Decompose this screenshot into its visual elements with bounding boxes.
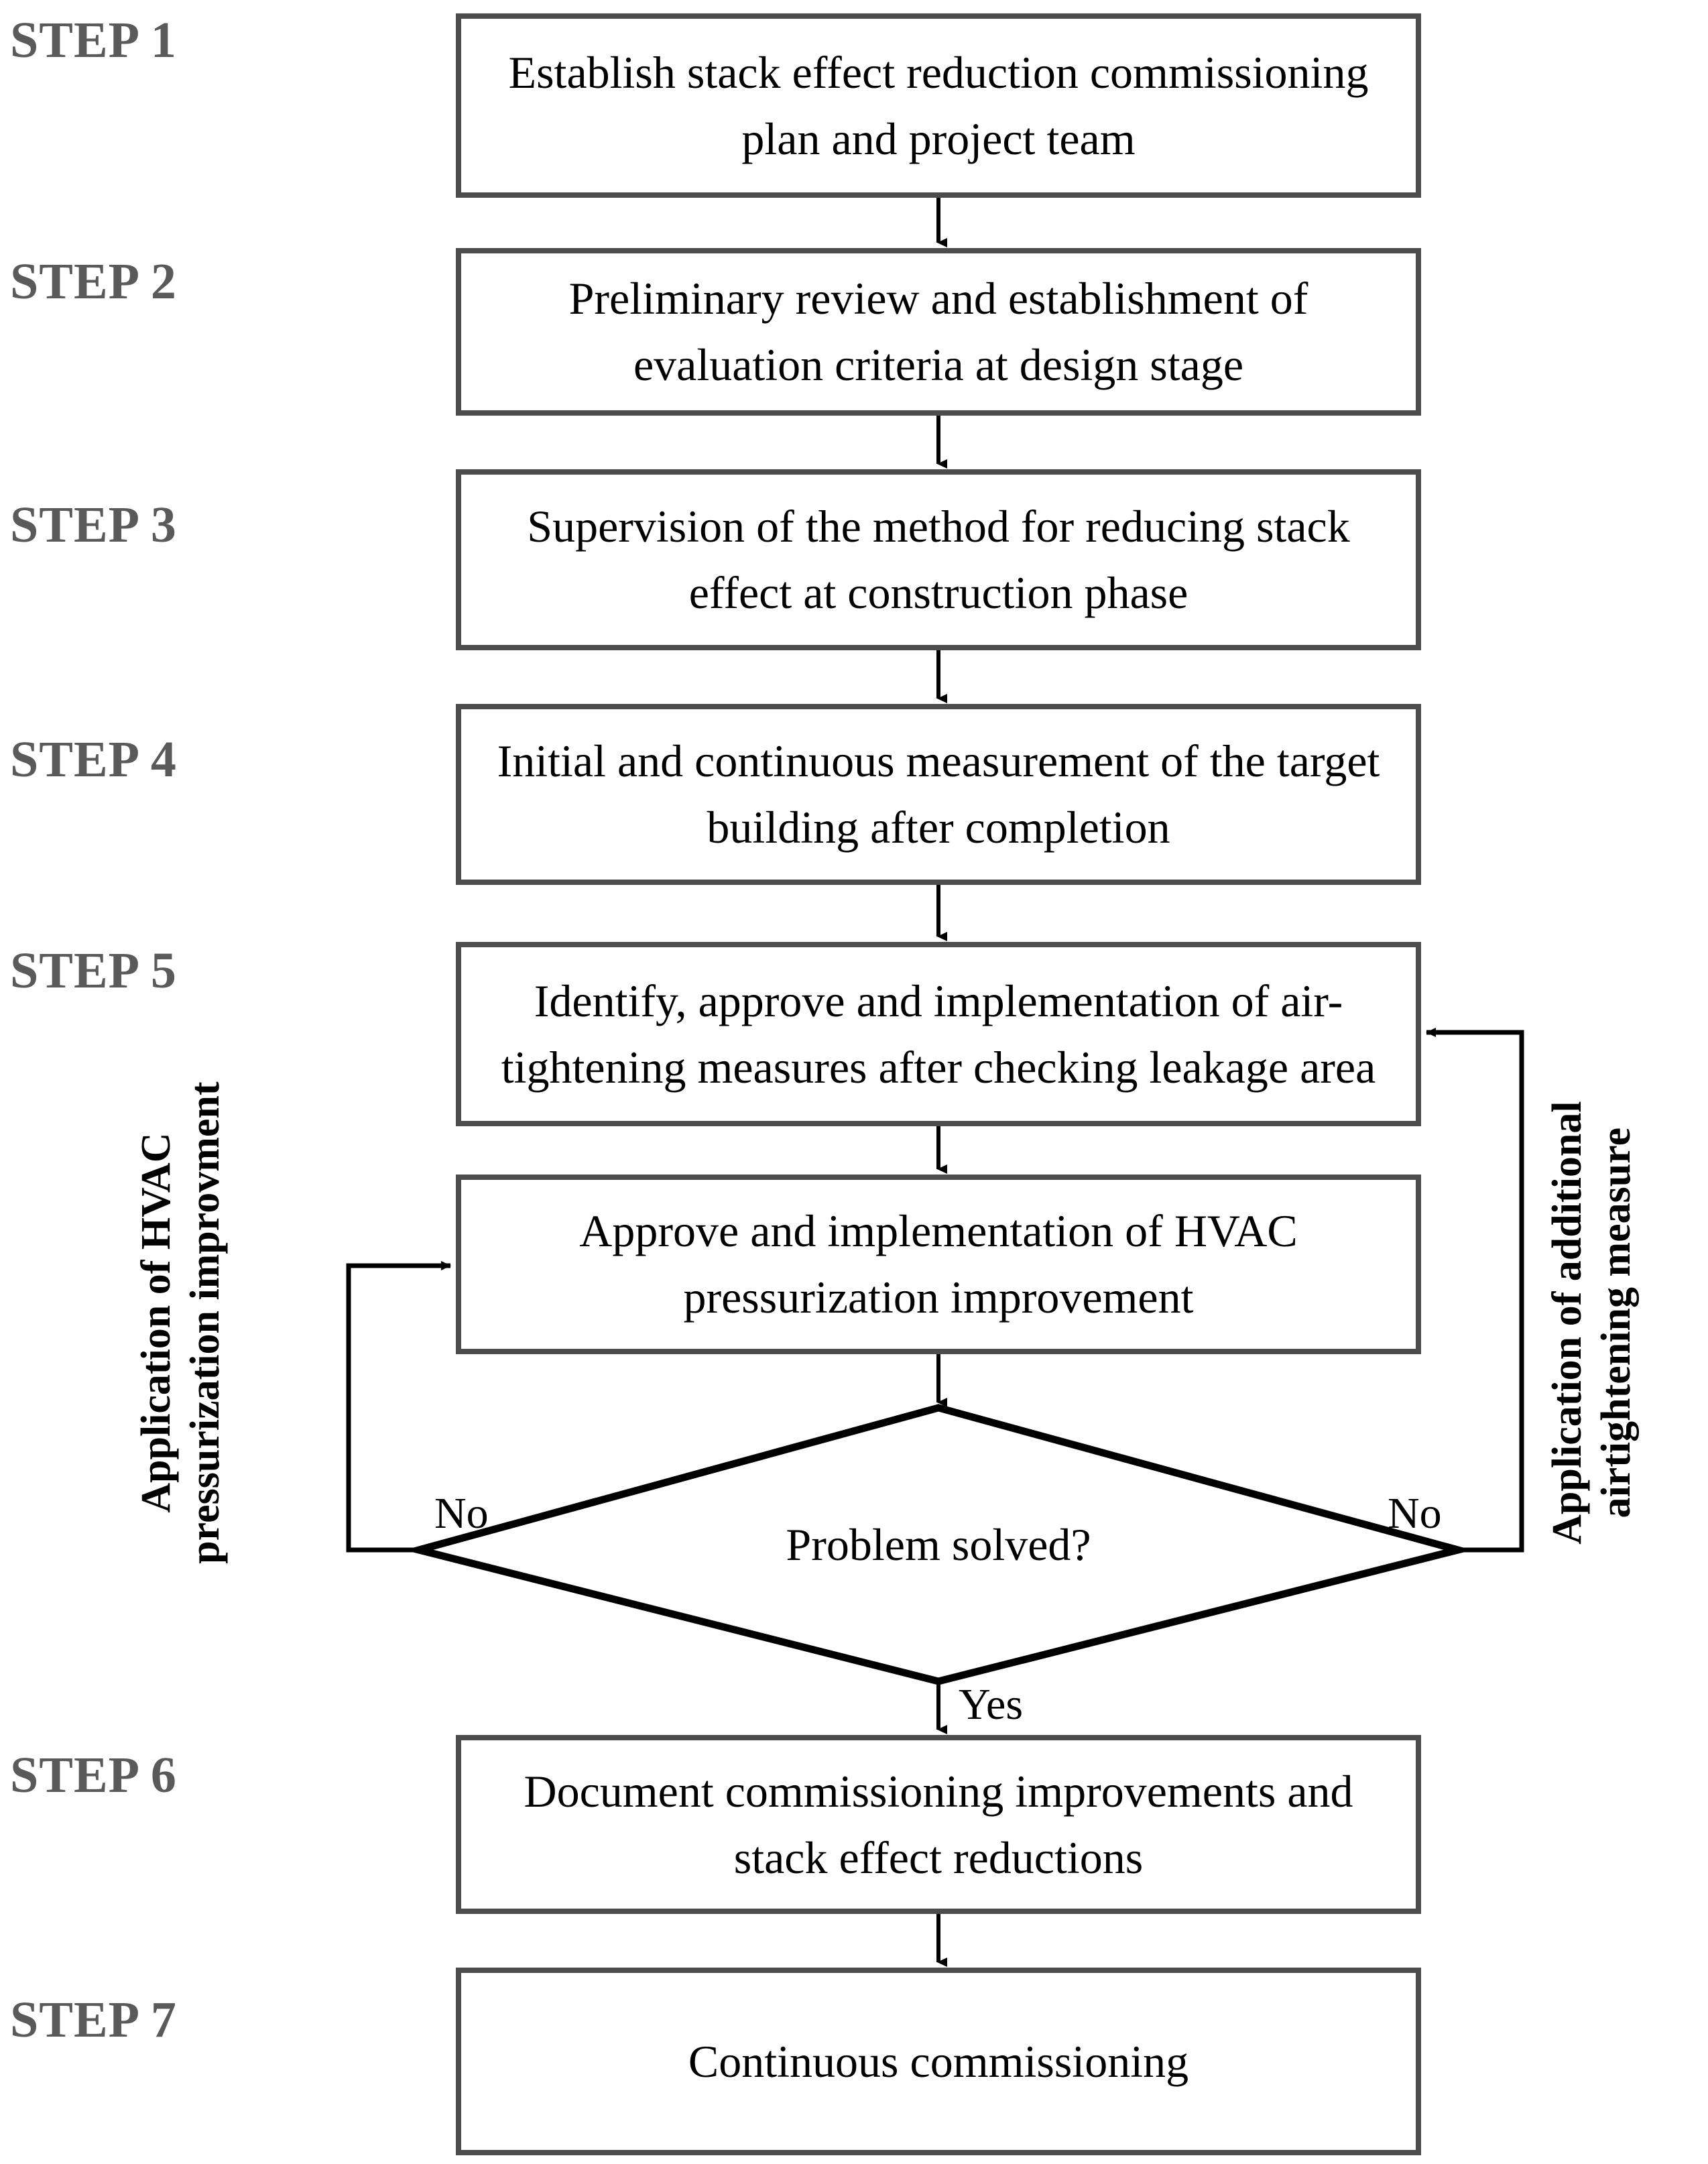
process-box-step-4-text: Initial and continuous measurement of th…	[497, 735, 1380, 853]
branch-label-no-left: No	[434, 1489, 489, 1538]
process-box-step-2: Preliminary review and establishment of …	[456, 248, 1421, 416]
branch-label-yes: Yes	[959, 1680, 1024, 1729]
loop-label-left-line-2: pressurization improvment	[182, 1081, 228, 1564]
process-box-step-5-text: Identify, approve and implementation of …	[501, 975, 1376, 1093]
step-label-5: STEP 5	[10, 943, 177, 999]
step-label-4: STEP 4	[10, 731, 177, 788]
process-box-step-7: Continuous commissioning	[456, 1968, 1421, 2155]
step-label-3: STEP 3	[10, 497, 177, 553]
process-box-step-4: Initial and continuous measurement of th…	[456, 704, 1421, 885]
decision-diamond-label: Problem solved?	[786, 1519, 1091, 1570]
step-label-6: STEP 6	[10, 1747, 177, 1803]
loop-label-left-line-1: Application of HVAC	[133, 1132, 179, 1513]
process-box-step-2-text: Preliminary review and establishment of …	[568, 273, 1308, 390]
connector-loop-right-no-to-step5	[1426, 1028, 1524, 1553]
process-box-step-1: Establish stack effect reduction commiss…	[456, 13, 1421, 198]
process-box-hvac-text: Approve and implementation of HVAC press…	[579, 1205, 1298, 1323]
process-box-step-3-text: Supervision of the method for reducing s…	[527, 501, 1350, 618]
loop-label-right-line-2: airtightening measure	[1593, 1127, 1639, 1518]
process-box-step-6: Document commissioning improvements and …	[456, 1735, 1421, 1914]
process-box-step-3: Supervision of the method for reducing s…	[456, 469, 1421, 650]
process-box-step-6-text: Document commissioning improvements and …	[524, 1765, 1353, 1883]
process-box-hvac: Approve and implementation of HVAC press…	[456, 1175, 1421, 1354]
branch-label-no-right: No	[1388, 1489, 1442, 1538]
process-box-step-5: Identify, approve and implementation of …	[456, 942, 1421, 1126]
process-box-step-7-text: Continuous commissioning	[688, 2035, 1189, 2087]
loop-label-left: Application of HVAC pressurization impro…	[132, 987, 230, 1658]
loop-label-right-line-1: Application of additional	[1544, 1101, 1590, 1545]
process-box-step-1-text: Establish stack effect reduction commiss…	[508, 46, 1369, 164]
step-label-1: STEP 1	[10, 12, 177, 68]
step-label-2: STEP 2	[10, 253, 177, 310]
loop-label-right: Application of additional airtightening …	[1543, 987, 1641, 1658]
step-label-7: STEP 7	[10, 1992, 177, 2048]
